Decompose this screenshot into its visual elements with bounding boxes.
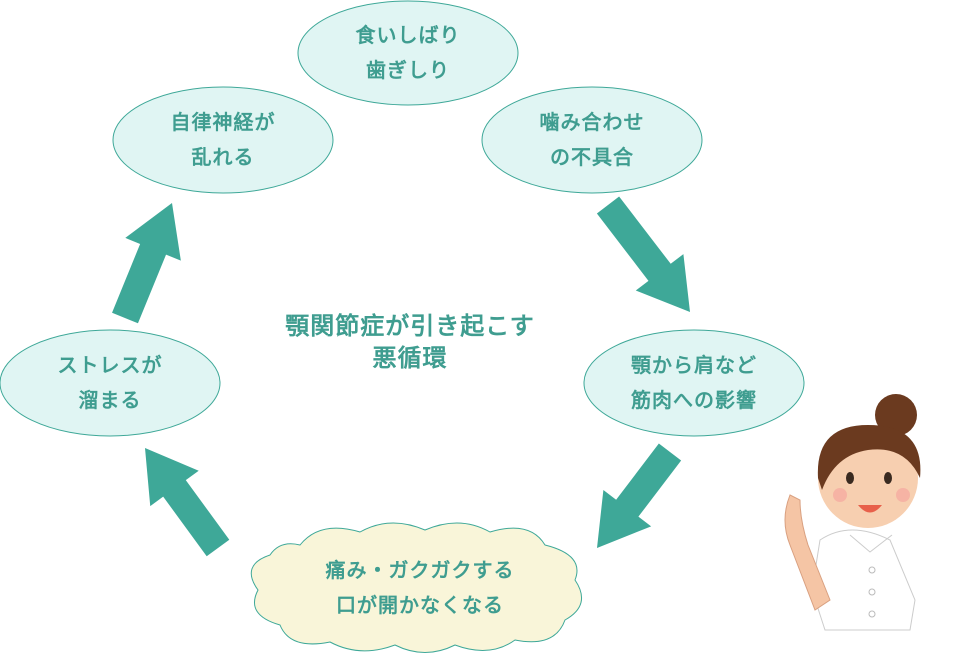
title-line-1: 顎関節症が引き起こす (285, 312, 535, 340)
cycle-arrow (596, 196, 690, 312)
node-text: 顎から肩など (631, 353, 757, 377)
cycle-arrow (145, 448, 230, 557)
node-ellipse-clenching (297, 0, 519, 106)
node-text: 溜まる (78, 388, 142, 412)
node-ellipse-bite (481, 86, 703, 194)
node-text: の不具合 (550, 145, 634, 169)
node-text: 歯ぎしり (366, 58, 450, 82)
node-clenching: 食いしばり歯ぎしり (356, 18, 461, 88)
node-text: 乱れる (191, 145, 255, 169)
node-text: 自律神経が (170, 110, 276, 134)
cycle-arrow (112, 203, 181, 324)
node-bite: 噛み合わせの不具合 (540, 105, 645, 175)
node-ellipse-autonomic (112, 86, 334, 194)
node-stress: ストレスが溜まる (58, 348, 163, 418)
node-autonomic: 自律神経が乱れる (171, 105, 276, 175)
node-muscle: 顎から肩など筋肉への影響 (631, 348, 757, 418)
title-line-2: 悪循環 (372, 344, 448, 372)
diagram-title: 顎関節症が引き起こす 悪循環 (285, 310, 535, 374)
node-ellipse-muscle (583, 329, 805, 437)
node-text: 口が開かなくなる (336, 593, 504, 617)
node-text: 噛み合わせ (539, 110, 645, 134)
node-text: 筋肉への影響 (631, 388, 757, 412)
node-cloud-pain (250, 522, 583, 653)
node-text: 食いしばり (355, 23, 461, 47)
node-text: 痛み・ガクガクする (325, 558, 515, 582)
node-text: ストレスが (57, 353, 163, 377)
nurse-illustration (784, 394, 921, 631)
node-ellipse-stress (0, 329, 221, 437)
node-pain: 痛み・ガクガクする口が開かなくなる (326, 553, 515, 623)
cycle-arrow (597, 443, 682, 548)
